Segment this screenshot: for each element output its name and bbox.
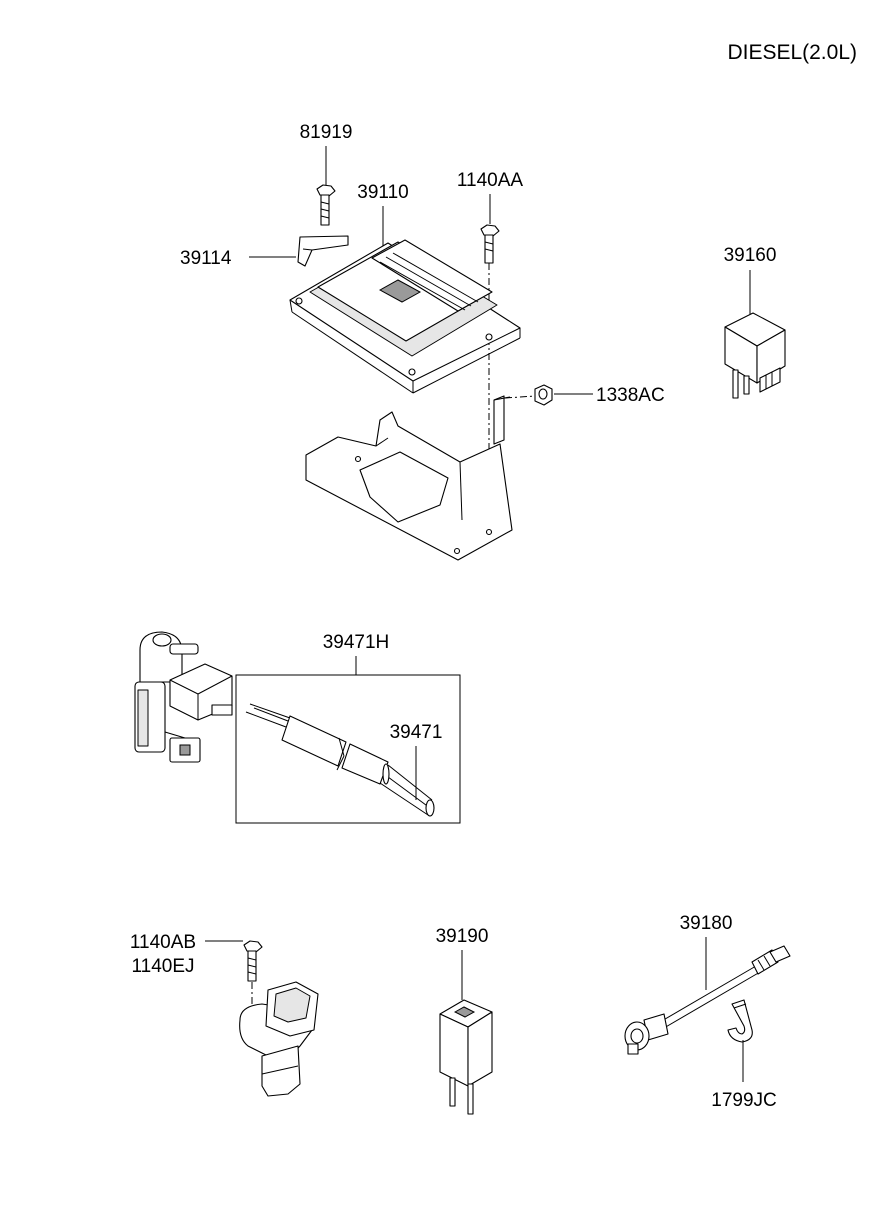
engine-variant-label: DIESEL(2.0L) — [727, 41, 857, 64]
bolt-1140AB-icon — [243, 940, 263, 982]
callout-81919[interactable]: 81919 — [300, 122, 353, 185]
bolt-81919-icon — [316, 184, 336, 226]
clip-39114-icon — [297, 235, 349, 267]
callout-39114[interactable]: 39114 — [180, 248, 296, 269]
callout-1140AA-label: 1140AA — [457, 170, 524, 191]
callout-39190[interactable]: 39190 — [436, 926, 489, 1000]
bolt-1140AA-icon — [480, 224, 500, 264]
vacuum-solenoid-valve-icon — [134, 631, 233, 763]
callout-1140EJ-label: 1140EJ — [131, 956, 194, 977]
callout-39471H[interactable]: 39471H — [323, 632, 390, 675]
mounting-bracket-icon — [305, 395, 513, 561]
callout-39471H-label: 39471H — [323, 632, 390, 653]
hose-kit-frame — [235, 674, 461, 824]
callout-1140AA[interactable]: 1140AA — [457, 170, 524, 224]
relay-icon — [724, 312, 786, 399]
callout-39471-label: 39471 — [390, 722, 443, 743]
callout-1799JC-label: 1799JC — [711, 1090, 777, 1111]
control-module-icon — [439, 999, 493, 1115]
wire-clip-icon — [727, 999, 753, 1043]
callout-1140EJ[interactable]: 1140EJ — [131, 956, 194, 977]
nut-1338AC-icon — [504, 384, 553, 406]
callout-39160-label: 39160 — [724, 245, 777, 266]
vacuum-hose-icon — [245, 703, 435, 817]
callout-39160[interactable]: 39160 — [724, 245, 777, 318]
callout-1140AB[interactable]: 1140AB — [130, 932, 243, 953]
callout-39110[interactable]: 39110 — [357, 182, 409, 248]
callout-1338AC-label: 1338AC — [596, 385, 665, 406]
callout-39190-label: 39190 — [436, 926, 489, 947]
callout-39471[interactable]: 39471 — [390, 722, 443, 800]
callout-1140AB-label: 1140AB — [130, 932, 196, 953]
callout-81919-label: 81919 — [300, 122, 353, 143]
ecu-module-icon — [289, 239, 521, 394]
callout-1338AC[interactable]: 1338AC — [554, 385, 665, 406]
cam-position-sensor-icon — [239, 981, 319, 1097]
callout-39110-label: 39110 — [357, 182, 408, 203]
callout-39180[interactable]: 39180 — [680, 913, 733, 990]
sensor-harness-icon — [624, 945, 791, 1055]
callout-1799JC[interactable]: 1799JC — [711, 1040, 777, 1111]
callout-39114-label: 39114 — [180, 248, 232, 269]
callout-39180-label: 39180 — [680, 913, 733, 934]
